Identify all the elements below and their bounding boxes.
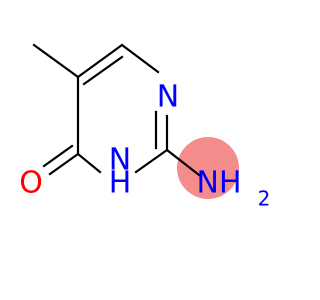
atom-amine-subscript: 2 (258, 187, 271, 211)
bond-c5-c6-inner (82, 55, 124, 86)
bond-c2-n3 (134, 148, 169, 174)
molecule-structure: N N H O NH 2 (19, 43, 271, 211)
bond-c6-n1 (120, 43, 160, 74)
atom-n-ring: N (157, 80, 179, 115)
bond-c5-c6 (76, 43, 124, 79)
atom-nh-hydrogen: H (109, 166, 132, 201)
atom-n-ring-nh: N (109, 143, 131, 178)
atom-amine: NH (197, 166, 242, 201)
bond-methyl (32, 43, 80, 79)
bond-c4-o-double (42, 144, 74, 168)
amine-highlight (177, 137, 239, 199)
bond-c4-o (48, 152, 80, 176)
bond-n3-c4 (76, 152, 102, 174)
bond-lines (32, 43, 201, 177)
bond-c2-nh2 (165, 148, 201, 177)
atom-oxygen: O (19, 166, 43, 201)
